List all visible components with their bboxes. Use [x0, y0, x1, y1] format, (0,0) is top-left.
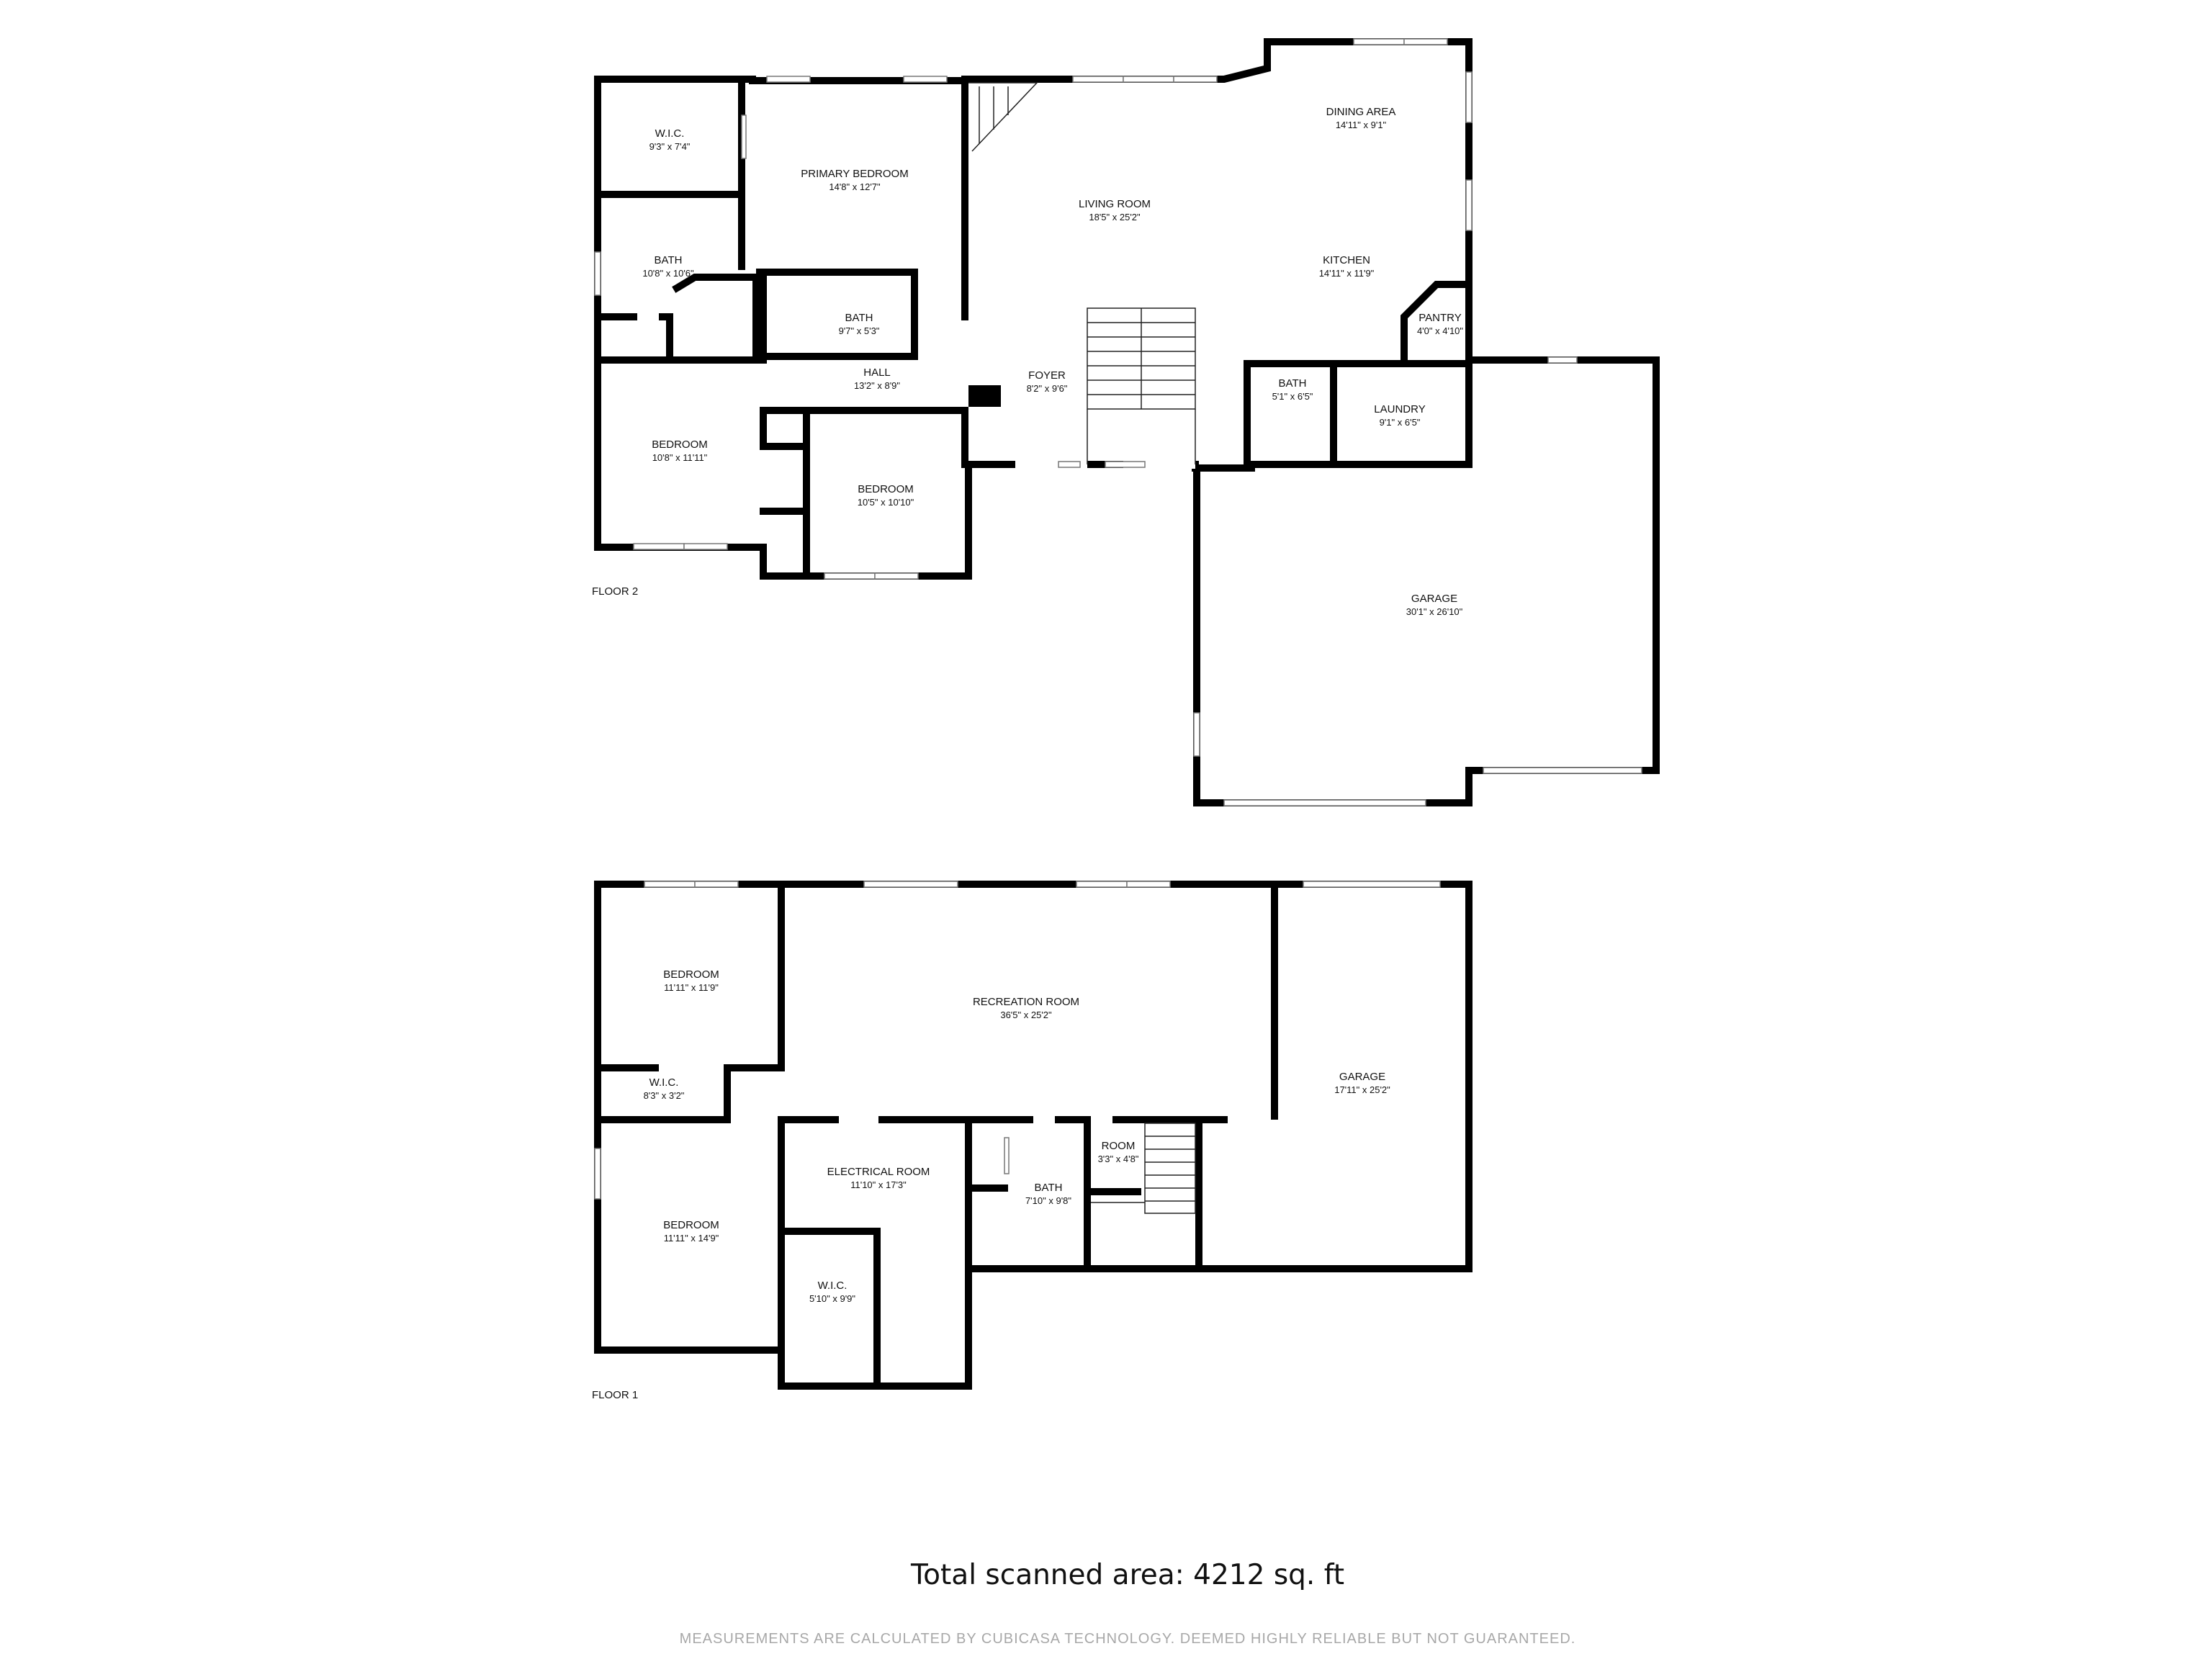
floor2-room-primary-bedroom: PRIMARY BEDROOM 14'8" x 12'7": [801, 168, 908, 192]
room-name: RECREATION ROOM: [973, 996, 1079, 1008]
floor1-labels: BEDROOM 11'11" x 11'9" RECREATION ROOM 3…: [592, 968, 1390, 1401]
floor2-room-bedroom-1: BEDROOM 10'8" x 11'11": [652, 439, 708, 463]
room-name: BEDROOM: [663, 968, 719, 981]
floor1-room-wic-2: W.I.C. 5'10" x 9'9": [809, 1280, 855, 1304]
room-dims: 5'1" x 6'5": [1272, 391, 1313, 402]
room-name: BATH: [655, 254, 683, 266]
room-dims: 8'3" x 3'2": [644, 1090, 685, 1101]
floor1-room-electrical-room: ELECTRICAL ROOM 11'10" x 17'3": [827, 1166, 930, 1190]
floor2-labels: W.I.C. 9'3" x 7'4" PRIMARY BEDROOM 14'8"…: [592, 106, 1463, 617]
disclaimer: MEASUREMENTS ARE CALCULATED BY CUBICASA …: [680, 1631, 1576, 1647]
room-name: BEDROOM: [652, 439, 708, 451]
floor2-stairs: [968, 82, 1196, 464]
floor2-label: FLOOR 2: [592, 585, 638, 598]
room-dims: 11'10" x 17'3": [850, 1179, 907, 1190]
room-dims: 30'1" x 26'10": [1406, 606, 1463, 617]
floor2-room-foyer: FOYER 8'2" x 9'6": [1027, 369, 1068, 394]
room-name: BATH: [1035, 1182, 1063, 1194]
room-name: HALL: [863, 367, 891, 379]
floor1-room-recreation-room: RECREATION ROOM 36'5" x 25'2": [973, 996, 1079, 1020]
floor2-room-wic: W.I.C. 9'3" x 7'4": [649, 127, 691, 152]
room-dims: 3'3" x 4'8": [1098, 1154, 1139, 1164]
room-name: LIVING ROOM: [1079, 198, 1151, 210]
room-name: BATH: [1279, 377, 1307, 390]
room-name: W.I.C.: [818, 1280, 848, 1292]
room-dims: 14'8" x 12'7": [829, 181, 881, 192]
floor2-room-living-room: LIVING ROOM 18'5" x 25'2": [1079, 198, 1151, 222]
floor1-room-wic-1: W.I.C. 8'3" x 3'2": [644, 1076, 685, 1101]
total-area: Total scanned area: 4212 sq. ft: [910, 1559, 1344, 1591]
floor2-room-kitchen: KITCHEN 14'11" x 11'9": [1319, 254, 1375, 279]
floor2-room-bath-3: BATH 5'1" x 6'5": [1272, 377, 1313, 402]
room-name: BATH: [845, 312, 873, 324]
floor1-room-garage: GARAGE 17'11" x 25'2": [1334, 1071, 1390, 1095]
floor2-room-dining-area: DINING AREA 14'11" x 9'1": [1326, 106, 1396, 130]
room-name: ELECTRICAL ROOM: [827, 1166, 930, 1178]
room-name: GARAGE: [1339, 1071, 1385, 1083]
room-dims: 17'11" x 25'2": [1334, 1084, 1390, 1095]
floor2-room-bedroom-2: BEDROOM 10'5" x 10'10": [858, 483, 914, 508]
room-name: LAUNDRY: [1374, 403, 1425, 415]
room-dims: 9'1" x 6'5": [1380, 417, 1421, 428]
floor1-stairs: [1091, 1123, 1196, 1214]
room-dims: 11'11" x 11'9": [664, 982, 719, 993]
room-dims: 13'2" x 8'9": [854, 380, 900, 391]
room-dims: 4'0" x 4'10": [1417, 325, 1463, 336]
room-dims: 10'8" x 11'11": [652, 452, 708, 463]
room-dims: 10'8" x 10'6": [642, 268, 694, 279]
room-dims: 11'11" x 14'9": [664, 1233, 719, 1244]
room-name: W.I.C.: [649, 1076, 679, 1089]
room-name: KITCHEN: [1323, 254, 1370, 266]
room-name: ROOM: [1102, 1140, 1136, 1152]
room-name: DINING AREA: [1326, 106, 1396, 118]
room-dims: 10'5" x 10'10": [858, 497, 914, 508]
floor2-room-bath-2: BATH 9'7" x 5'3": [839, 312, 880, 336]
floor1-room-bedroom-2: BEDROOM 11'11" x 14'9": [663, 1219, 719, 1244]
room-dims: 9'3" x 7'4": [649, 141, 691, 152]
floor2-windows: [594, 38, 1642, 806]
room-dims: 14'11" x 9'1": [1336, 120, 1387, 130]
floor2-walls: [594, 38, 1660, 806]
room-dims: 18'5" x 25'2": [1089, 212, 1141, 222]
room-name: W.I.C.: [655, 127, 685, 140]
room-dims: 9'7" x 5'3": [839, 325, 880, 336]
room-name: BEDROOM: [858, 483, 914, 495]
room-name: BEDROOM: [663, 1219, 719, 1231]
room-dims: 8'2" x 9'6": [1027, 383, 1068, 394]
room-dims: 7'10" x 9'8": [1025, 1195, 1071, 1206]
floor1-room-bedroom-1: BEDROOM 11'11" x 11'9": [663, 968, 719, 993]
floor1-windows: [594, 881, 1441, 1200]
floor1-room-room: ROOM 3'3" x 4'8": [1098, 1140, 1139, 1164]
room-dims: 14'11" x 11'9": [1319, 268, 1375, 279]
floor1-room-bath: BATH 7'10" x 9'8": [1025, 1182, 1071, 1206]
room-name: PRIMARY BEDROOM: [801, 168, 908, 180]
floor2-room-bath-1: BATH 10'8" x 10'6": [642, 254, 694, 279]
floor2-room-pantry: PANTRY 4'0" x 4'10": [1417, 312, 1463, 336]
floor1-walls: [594, 881, 1473, 1390]
room-dims: 36'5" x 25'2": [1000, 1010, 1052, 1020]
room-name: PANTRY: [1419, 312, 1461, 324]
floor2-room-hall: HALL 13'2" x 8'9": [854, 367, 900, 391]
room-dims: 5'10" x 9'9": [809, 1293, 855, 1304]
floor2-room-garage: GARAGE 30'1" x 26'10": [1406, 593, 1463, 617]
room-name: GARAGE: [1411, 593, 1457, 605]
floor1-label: FLOOR 1: [592, 1389, 638, 1401]
floor2-room-laundry: LAUNDRY 9'1" x 6'5": [1374, 403, 1425, 428]
room-name: FOYER: [1028, 369, 1066, 382]
